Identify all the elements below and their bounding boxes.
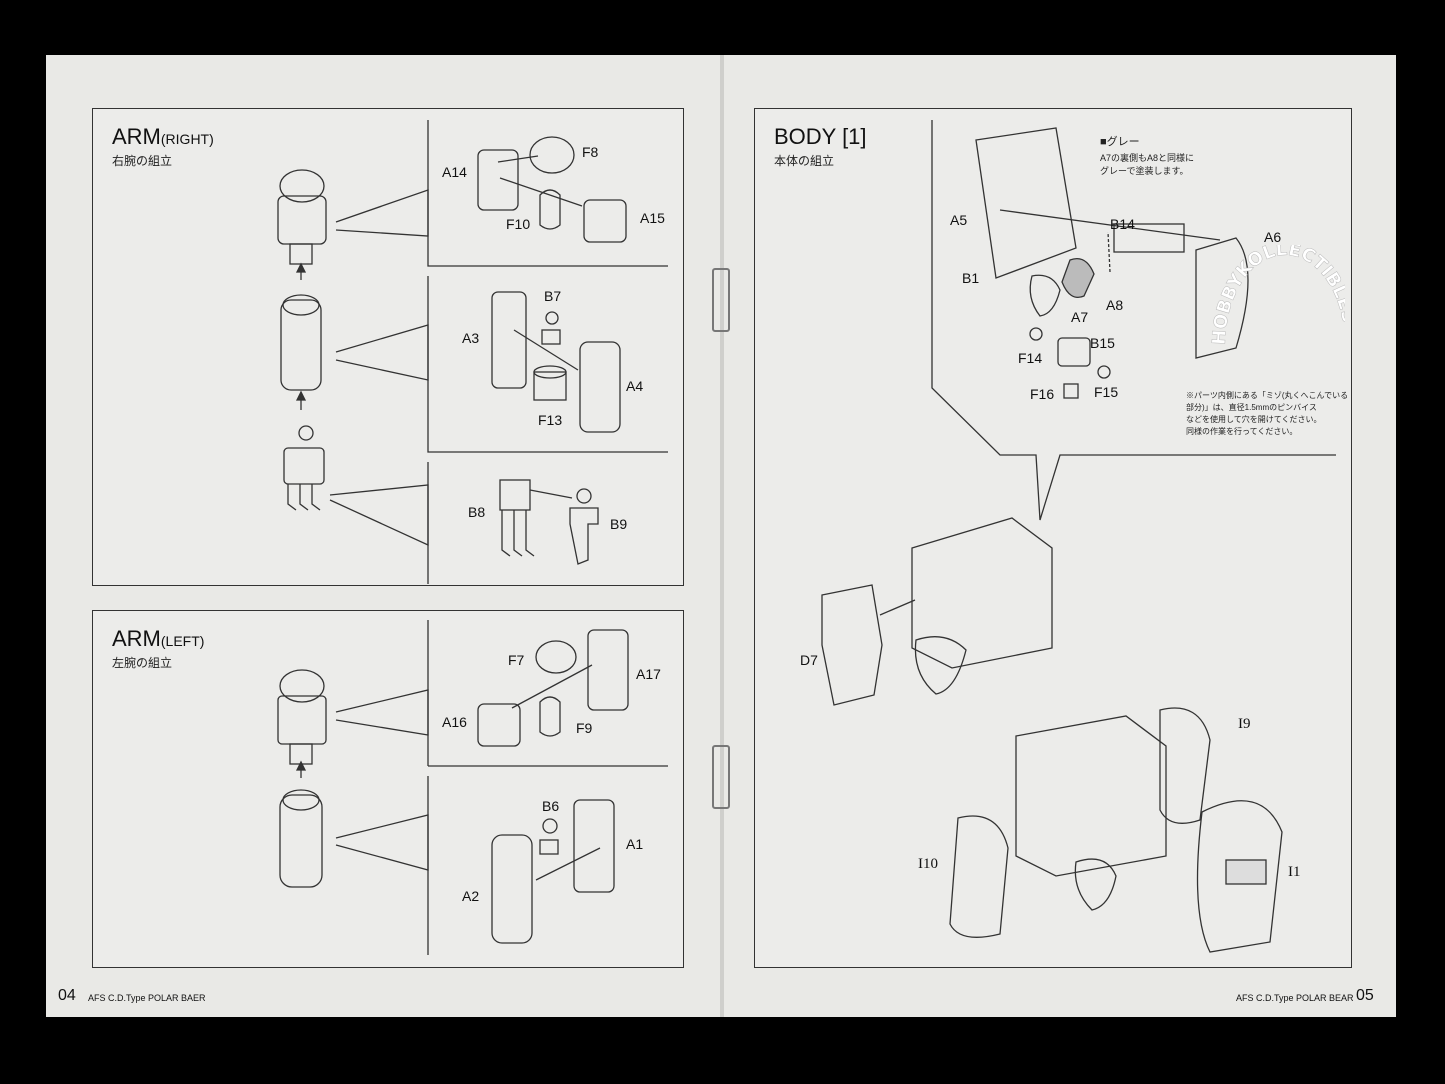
page-number-left: 04 — [58, 987, 76, 1004]
color-note-title: ■グレー — [1100, 136, 1140, 148]
page-footer-left: AFS C.D.Type POLAR BAER — [88, 993, 206, 1003]
part-label-b14: B14 — [1110, 216, 1135, 232]
watermark-seal: HOBBYKOLLECTIBLES — [1209, 245, 1345, 346]
part-label-a15: A15 — [640, 210, 665, 226]
sub-panel-a14 — [427, 120, 668, 267]
staple-top — [712, 268, 730, 332]
part-label-f14: F14 — [1018, 350, 1043, 366]
arm-right-title: ARM(RIGHT) — [112, 124, 214, 149]
drill-footnote: ※パーツ内側にある「ミゾ(丸くへこんでいる 部分)」は、直径1.5mmのピンバイ… — [1186, 391, 1349, 436]
body-panel — [754, 108, 1352, 968]
part-label-f16: F16 — [1030, 386, 1055, 402]
arm-right-panel — [92, 108, 684, 586]
arm-left-subtitle: 左腕の組立 — [112, 656, 173, 670]
staple-bottom — [712, 745, 730, 809]
part-label-a5: A5 — [950, 212, 968, 228]
part-label-a3: A3 — [462, 330, 480, 346]
part-label-a16: A16 — [442, 714, 467, 730]
part-label-b1: B1 — [962, 270, 980, 286]
part-label-f15: F15 — [1094, 384, 1119, 400]
page-number-right: 05 — [1356, 987, 1374, 1004]
part-label-f13: F13 — [538, 412, 563, 428]
part-label-a4: A4 — [626, 378, 644, 394]
arm-right-subtitle: 右腕の組立 — [112, 154, 173, 168]
svg-text:HOBBYKOLLECTIBLES: HOBBYKOLLECTIBLES — [1209, 245, 1345, 345]
color-note-body: A7の裏側もA8と同様に グレーで塗装します。 — [1100, 153, 1195, 176]
part-label-i1: I1 — [1288, 864, 1301, 880]
part-label-f7: F7 — [508, 652, 525, 668]
spine — [720, 55, 724, 1017]
part-label-a17: A17 — [636, 666, 661, 682]
arm-left-panel — [92, 610, 684, 968]
part-label-b9: B9 — [610, 516, 628, 532]
part-label-f9: F9 — [576, 720, 593, 736]
part-label-a2: A2 — [462, 888, 480, 904]
body-subtitle: 本体の組立 — [774, 154, 835, 168]
part-label-a7: A7 — [1071, 309, 1089, 325]
part-label-b6: B6 — [542, 798, 560, 814]
part-label-a1: A1 — [626, 836, 644, 852]
part-label-i10: I10 — [918, 856, 938, 872]
part-label-f10: F10 — [506, 216, 531, 232]
part-label-i9: I9 — [1238, 716, 1251, 732]
part-label-d7: D7 — [800, 652, 818, 668]
part-label-b8: B8 — [468, 504, 486, 520]
part-label-f8: F8 — [582, 144, 599, 160]
part-label-b15: B15 — [1090, 335, 1115, 351]
body-title: BODY [1] — [774, 124, 867, 149]
part-label-b7: B7 — [544, 288, 562, 304]
page-footer-right: AFS C.D.Type POLAR BEAR — [1236, 993, 1354, 1003]
part-label-a6: A6 — [1264, 229, 1282, 245]
part-label-a8: A8 — [1106, 297, 1124, 313]
arm-left-title: ARM(LEFT) — [112, 626, 205, 651]
part-label-a14: A14 — [442, 164, 467, 180]
